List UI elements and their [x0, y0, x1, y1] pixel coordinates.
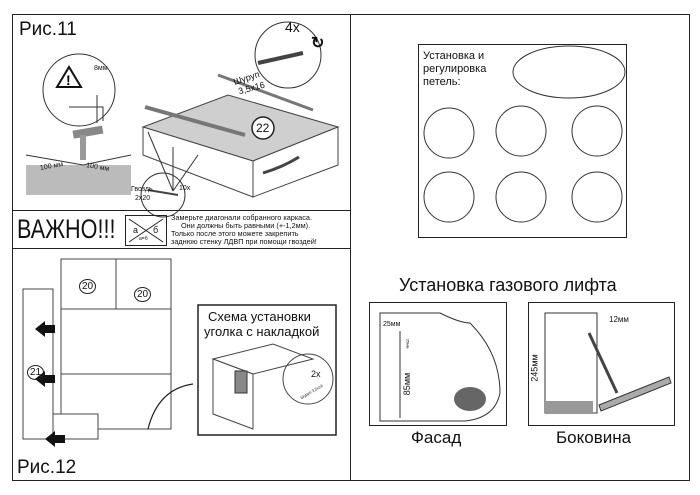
hinge-title-1: Установка и	[423, 50, 485, 62]
gap-label: 8мм	[94, 65, 108, 72]
fig12-panel: 20 20 21 Схема установки уголка с наклад…	[12, 248, 351, 481]
nail-size: 2x20	[135, 195, 151, 202]
screw-count: 4x	[285, 19, 300, 35]
important-line-1: Замерьте диагонали собранного каркаса.	[171, 213, 312, 222]
important-heading: ВАЖНО!!!	[17, 214, 116, 244]
inset-title-1: Схема установки	[208, 309, 311, 324]
part-number-20b: 20	[134, 287, 152, 302]
cabinet-assembly-illustration	[22, 258, 337, 447]
facade-label: Фасад	[411, 428, 462, 447]
rotate-icon: ↻	[311, 35, 325, 52]
hinge-adjustment-illustrations	[423, 45, 626, 223]
fig11-panel: Рис.11 ! 8мм 100 мм 100 мм 4x ↻ Шуруп 3,…	[12, 14, 351, 218]
important-panel: ВАЖНО!!! а б а=б Замерьте диагонали собр…	[12, 210, 351, 249]
part-number-20a: 20	[79, 279, 97, 294]
right-panel: Установка и регулировка петель: Установк…	[350, 14, 690, 481]
inset-screw-count: 2x	[311, 369, 321, 379]
drawer-handle-icon	[262, 155, 300, 175]
part-number-21: 21	[27, 365, 45, 380]
inset-title-2: уголка с накладкой	[204, 324, 320, 339]
svg-text:!: !	[66, 72, 71, 88]
gaslift-title: Установка газового лифта	[399, 275, 617, 295]
fig12-title: Рис.12	[17, 457, 77, 478]
facade-diagram: 25мм 35мм 85мм	[369, 302, 507, 426]
hinge-title-3: петель:	[423, 76, 461, 88]
important-line-3: Только после этого можете закрепить	[171, 229, 299, 238]
important-line-2: Они должны быть равными (+-1,2мм).	[181, 221, 311, 230]
fig11-title: Рис.11	[19, 19, 77, 40]
important-line-4: заднюю стенку ЛДВП при помощи гвоздей!	[171, 237, 317, 246]
diagonal-diagram: а б а=б	[125, 215, 167, 246]
drawer-assembly-illustration: !	[25, 21, 340, 218]
nail-name: Гвоздь	[131, 186, 153, 193]
nail-count: 10x	[179, 185, 191, 192]
side-label: Боковина	[556, 428, 632, 447]
part-number-22: 22	[256, 121, 270, 135]
side-diagram: 12мм 245мм	[528, 302, 675, 426]
hinge-title-2: регулировка	[423, 63, 487, 75]
warning-icon	[55, 65, 83, 88]
hinge-panel: Установка и регулировка петель:	[418, 44, 627, 238]
